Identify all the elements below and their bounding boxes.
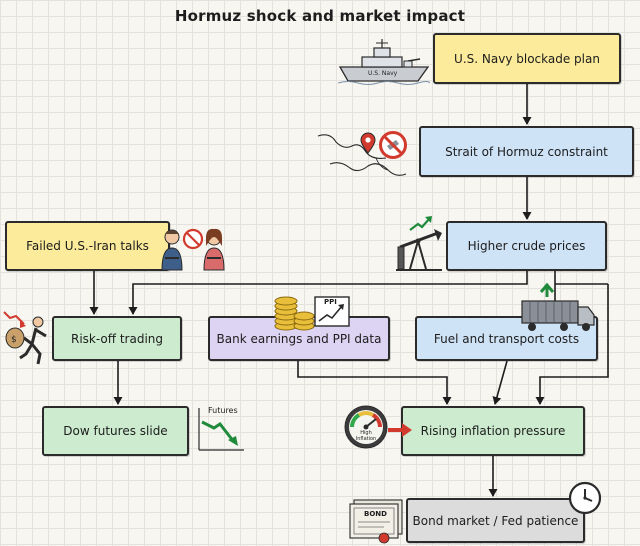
gauge-label: High Inflation: [355, 430, 377, 442]
coastline-map: [316, 124, 416, 186]
negotiators-icon: [160, 226, 226, 272]
node-inflation-pressure-label: Rising inflation pressure: [420, 424, 566, 438]
node-failed-talks-label: Failed U.S.-Iran talks: [26, 239, 149, 253]
node-strait-constraint[interactable]: Strait of Hormuz constraint: [419, 126, 634, 177]
node-bond-market[interactable]: Bond market / Fed patience: [406, 498, 585, 543]
node-inflation-pressure[interactable]: Rising inflation pressure: [401, 406, 585, 456]
svg-text:$: $: [11, 335, 17, 345]
node-failed-talks[interactable]: Failed U.S.-Iran talks: [5, 221, 170, 271]
node-risk-off[interactable]: Risk-off trading: [52, 316, 182, 361]
running-man-icon: $: [2, 308, 54, 366]
node-fuel-transport-label: Fuel and transport costs: [433, 331, 580, 346]
up-arrow-icon: [408, 214, 434, 234]
ppi-label: PPI: [324, 298, 337, 306]
node-higher-crude-label: Higher crude prices: [467, 239, 586, 253]
truck-icon: [520, 283, 596, 333]
chart-board-icon: PPI: [314, 296, 350, 328]
node-dow-futures[interactable]: Dow futures slide: [42, 406, 189, 456]
page-title: Hormuz shock and market impact: [174, 7, 466, 25]
node-navy-blockade[interactable]: U.S. Navy blockade plan: [433, 33, 621, 84]
node-dow-futures-label: Dow futures slide: [63, 424, 168, 438]
map-pin-icon: [360, 132, 376, 154]
node-navy-blockade-label: U.S. Navy blockade plan: [454, 51, 600, 66]
coin-stack-icon: [272, 292, 316, 332]
inflation-gauge-icon: High Inflation: [344, 404, 416, 450]
bond-label: BOND: [364, 510, 387, 518]
arrow-crude-to-riskoff: [128, 271, 528, 315]
node-fuel-transport[interactable]: Fuel and transport costs: [415, 316, 598, 361]
futures-chart-icon: Futures: [196, 404, 246, 452]
futures-label: Futures: [208, 406, 238, 415]
arrow-bank-to-inflation: [297, 361, 452, 405]
node-bond-market-label: Bond market / Fed patience: [412, 513, 579, 528]
no-entry-icon: [378, 130, 408, 160]
node-strait-constraint-label: Strait of Hormuz constraint: [445, 144, 608, 159]
oil-pump-icon: [396, 217, 444, 273]
node-bank-earnings-label: Bank earnings and PPI data: [216, 331, 382, 346]
node-higher-crude[interactable]: Higher crude prices: [446, 221, 607, 271]
node-risk-off-label: Risk-off trading: [70, 331, 163, 346]
warship-icon: U.S. Navy: [338, 37, 430, 85]
arrow-fuel-to-inflation: [492, 360, 508, 405]
bond-certificate-icon: BOND: [346, 498, 406, 544]
warship-label: U.S. Navy: [368, 70, 398, 77]
clock-icon: [568, 481, 602, 515]
arrow-crude-to-inflation: [535, 284, 609, 405]
